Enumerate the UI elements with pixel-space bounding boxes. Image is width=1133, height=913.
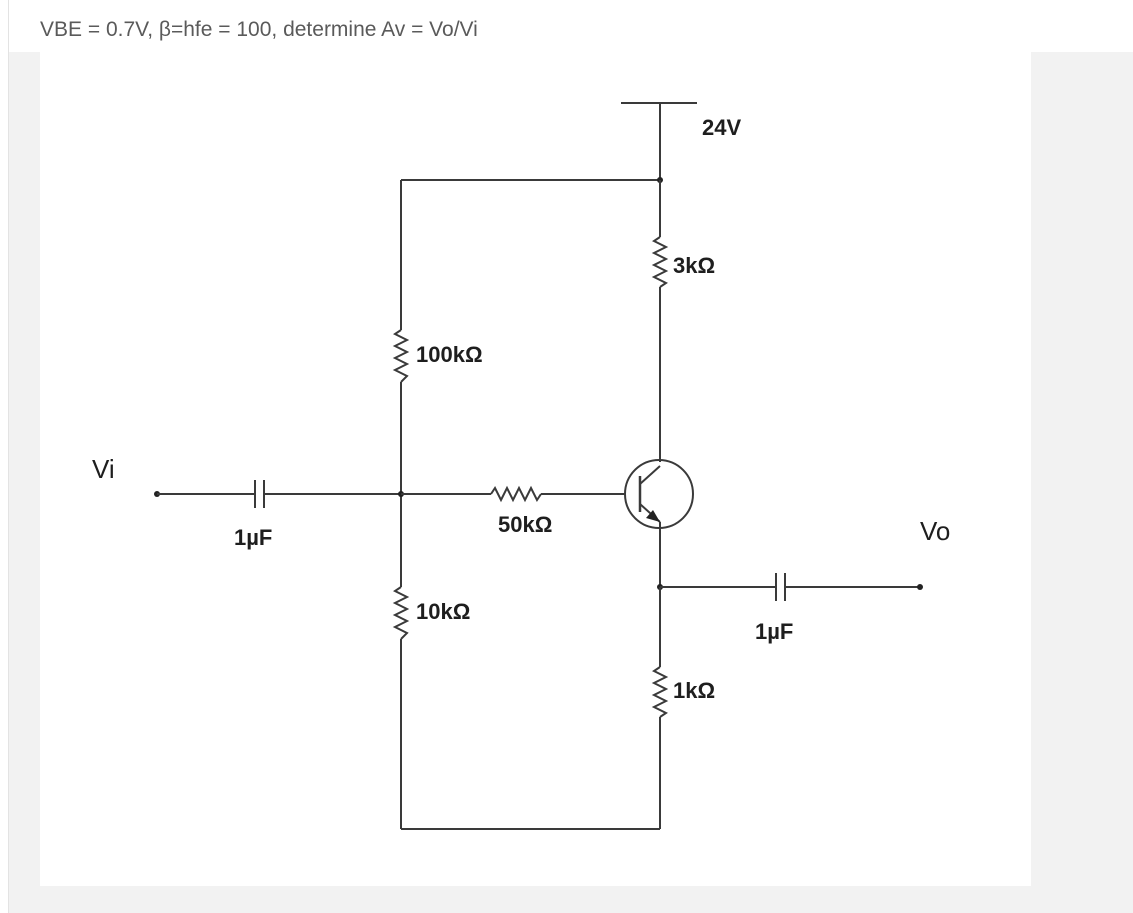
supply-label: 24V [702,115,741,140]
base-resistor-label: 50kΩ [498,512,552,537]
bias-top-resistor [392,329,410,383]
bias-bottom-resistor-label: 10kΩ [416,599,470,624]
output-label: Vo [920,516,950,546]
left-border [8,0,9,913]
npn-transistor [624,459,694,529]
input-capacitor-label: 1µF [234,525,272,550]
emitter-resistor-label: 1kΩ [673,678,715,703]
emitter-resistor [651,666,669,718]
collector-resistor [651,236,669,288]
output-capacitor-label: 1µF [755,619,793,644]
circuit-diagram: 24V 3kΩ 100kΩ 10kΩ Vi 1µF 50k [40,52,1031,886]
base-resistor [490,485,542,503]
bias-bottom-resistor [392,586,410,640]
output-terminal [917,584,923,590]
question-text: VBE = 0.7V, β=hfe = 100, determine Av = … [40,18,478,41]
collector-resistor-label: 3kΩ [673,253,715,278]
bias-top-resistor-label: 100kΩ [416,342,483,367]
input-label: Vi [92,454,115,484]
